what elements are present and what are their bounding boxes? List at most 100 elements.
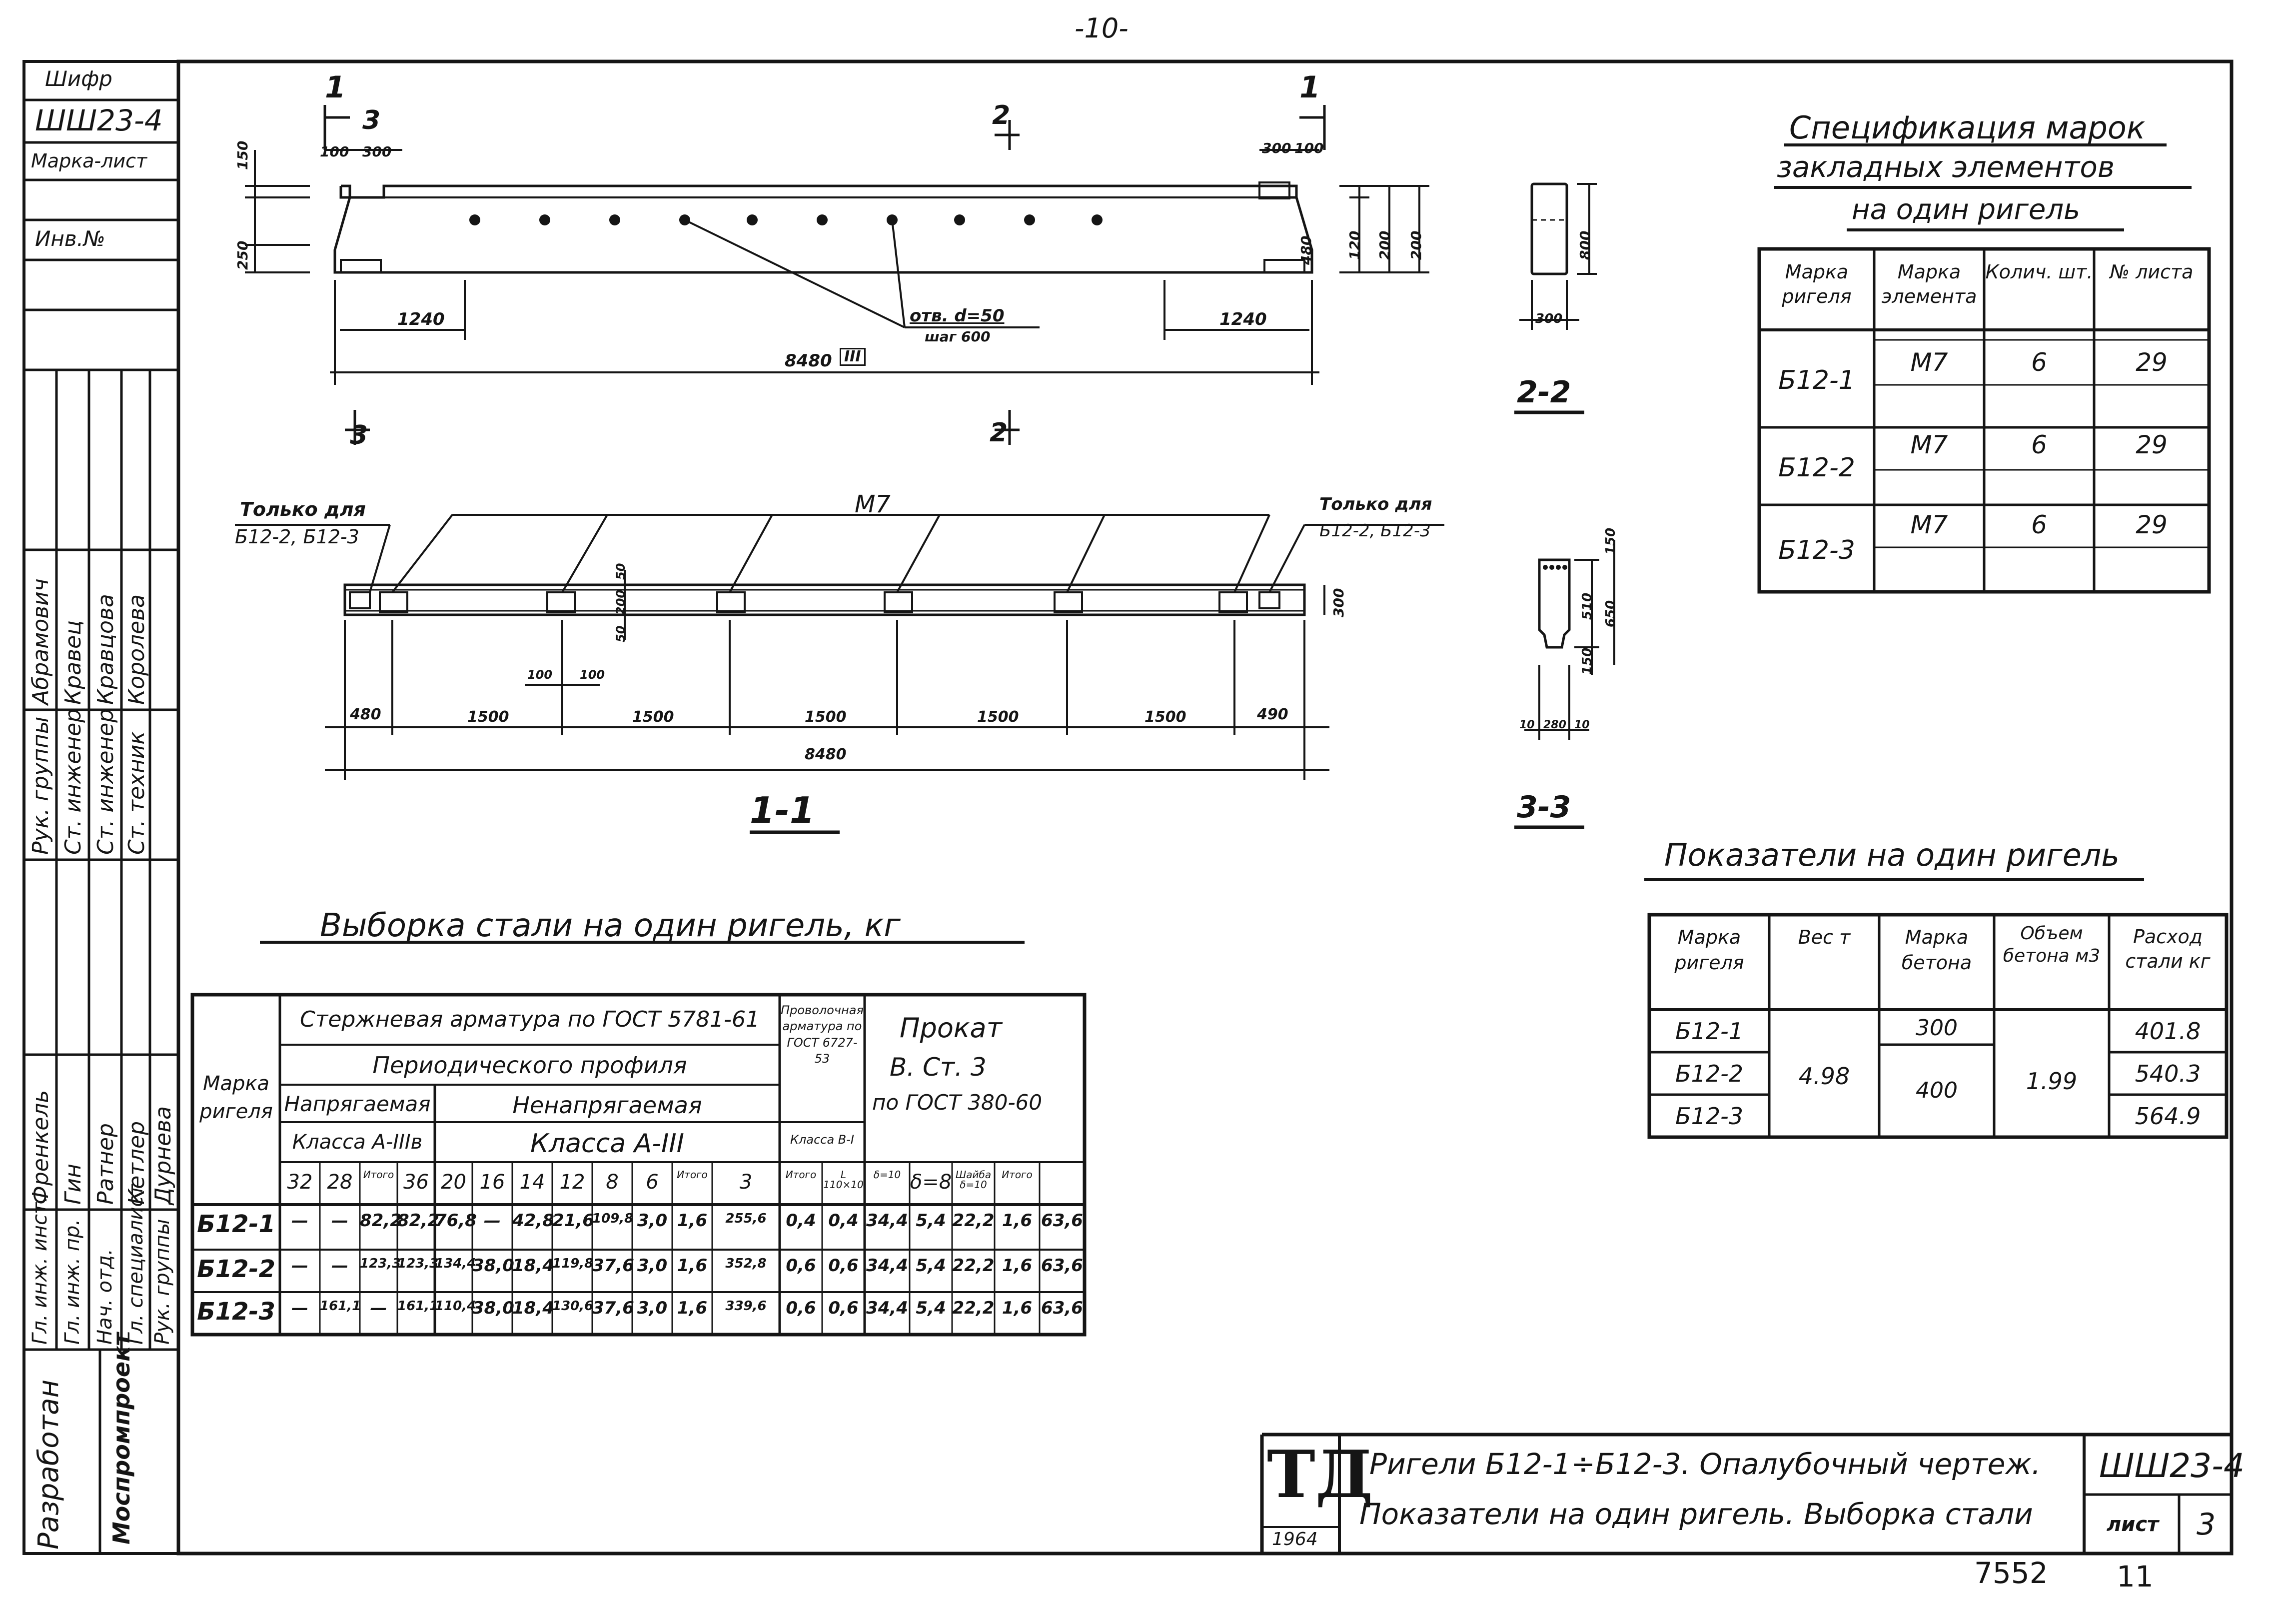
- steel-cell: 0,4: [786, 1211, 816, 1231]
- steel-h-prestressed-class: Класса А-IIIв: [292, 1131, 423, 1154]
- dim-right-h-a: 120: [1346, 230, 1363, 260]
- steel-h-rebar: Стержневая арматура по ГОСТ 5781-61: [299, 1007, 760, 1032]
- steel-h-wire: Проволочная арматура по ГОСТ 6727-53: [781, 1003, 864, 1066]
- indicators-table-lines: [1644, 878, 2229, 1139]
- cut-1-left: 1: [325, 70, 346, 105]
- ind-grade-300: 300: [1916, 1015, 1958, 1041]
- steel-h-rolled-2: В. Ст. 3: [890, 1053, 987, 1082]
- plan-width: 300: [1330, 588, 1347, 617]
- steel-cell: —: [291, 1298, 308, 1318]
- role2-4: Гл. специалист: [124, 1184, 147, 1345]
- role2-3: Нач. отд.: [93, 1249, 116, 1345]
- title-sheet-label: лист: [2107, 1513, 2159, 1536]
- name2-5: Дурнева: [150, 1106, 176, 1205]
- steel-cell: 22,2: [952, 1211, 995, 1231]
- steel-cell: 63,6: [1041, 1211, 1083, 1231]
- steel-subheader: Шайба δ=10: [955, 1169, 992, 1191]
- steel-h-wire-class: Класса В-I: [790, 1133, 854, 1147]
- steel-cell: 161,1: [320, 1299, 361, 1314]
- spec-r1-qty: 6: [2031, 348, 2047, 377]
- steel-subheader: 32: [287, 1171, 313, 1194]
- dim-end-right-b: 100: [1294, 140, 1324, 156]
- steel-row-mark: Б12-1: [197, 1210, 275, 1238]
- steel-cell: 38,0: [472, 1256, 514, 1276]
- steel-table-lines: [190, 941, 1087, 1337]
- ind-h-grade: Марка бетона: [1901, 926, 1972, 974]
- plan-dim-4: 1500: [805, 708, 847, 726]
- shifr-value: ШШ23-4: [35, 103, 163, 137]
- ind-h-steel: Расход стали кг: [2125, 926, 2211, 973]
- dim-end-right-a: 300: [1262, 140, 1291, 156]
- hole-note: отв. d=50: [910, 306, 1005, 326]
- steel-cell: 109,8: [592, 1211, 634, 1226]
- spec-h-mark: Марка ригеля: [1782, 261, 1852, 308]
- ind-steel-2: 540.3: [2135, 1060, 2201, 1087]
- dim-seg-left: 1240: [397, 309, 445, 329]
- steel-cell: 22,2: [952, 1298, 995, 1318]
- steel-cell: 34,4: [866, 1211, 908, 1231]
- steel-h-rolled: Прокат: [900, 1012, 1003, 1044]
- plan-v-c: 50: [614, 625, 628, 642]
- dim-left-h-top: 150: [234, 140, 251, 170]
- steel-cell: 18,4: [512, 1256, 554, 1276]
- steel-subheader: 28: [327, 1171, 353, 1194]
- spec-h-qty: Колич. шт.: [1985, 261, 2093, 283]
- spec-r3-mark: Б12-3: [1778, 535, 1855, 565]
- steel-subheader: Итого: [785, 1169, 817, 1181]
- steel-subheader: 36: [403, 1171, 429, 1194]
- name-1: Абрамович: [28, 578, 53, 705]
- steel-cell: 1,6: [677, 1256, 708, 1276]
- cut-1-right: 1: [1299, 70, 1320, 105]
- steel-title: Выборка стали на один ригель, кг: [320, 907, 901, 944]
- sec33-h-mid: 510: [1580, 592, 1595, 620]
- steel-cell: —: [291, 1256, 308, 1276]
- steel-cell: —: [291, 1211, 308, 1231]
- steel-cell: 3,0: [637, 1298, 668, 1318]
- cut-3-bottom: 3: [350, 420, 368, 450]
- steel-subheader: 12: [559, 1171, 585, 1194]
- developed-label: Разработан: [32, 1379, 65, 1550]
- plan-dim-3: 1500: [632, 708, 674, 726]
- shifr-label: Шифр: [45, 66, 112, 91]
- beam-plan: [235, 514, 1444, 834]
- steel-cell: —: [331, 1211, 348, 1231]
- name2-1: Френкель: [28, 1090, 53, 1205]
- cut-2-top: 2: [992, 100, 1011, 130]
- steel-cell: —: [484, 1211, 501, 1231]
- steel-cell: 0,6: [786, 1256, 816, 1276]
- title-code: ШШ23-4: [2099, 1447, 2245, 1485]
- ind-mark-1: Б12-1: [1675, 1018, 1743, 1045]
- ind-h-weight: Вес т: [1798, 926, 1851, 948]
- spec-r3-sheet: 29: [2136, 510, 2168, 539]
- steel-cell: 76,8: [435, 1211, 477, 1231]
- steel-cell: 339,6: [725, 1299, 767, 1314]
- spec-table-lines: [1757, 143, 2211, 594]
- steel-h-periodic: Периодического профиля: [372, 1052, 687, 1079]
- steel-cell: 37,6: [592, 1256, 634, 1276]
- spec-r2-element: М7: [1910, 430, 1948, 459]
- steel-cell: 63,6: [1041, 1298, 1083, 1318]
- steel-cell: 37,6: [592, 1298, 634, 1318]
- steel-cell: 3,0: [637, 1211, 668, 1231]
- dim-ref-mark: III: [840, 348, 866, 366]
- steel-cell: 34,4: [866, 1256, 908, 1276]
- cut-3-top: 3: [362, 105, 381, 135]
- role-1: Рук. группы: [28, 716, 53, 855]
- title-year: 1964: [1272, 1529, 1318, 1550]
- sec22-height: 800: [1577, 230, 1593, 260]
- ind-h-volume: Объем бетона м3: [2003, 923, 2101, 966]
- name2-3: Ратнер: [93, 1123, 118, 1205]
- role2-2: Гл. инж. пр.: [61, 1219, 84, 1345]
- hole-pitch: шаг 600: [925, 328, 991, 345]
- plan-left-note-1: Только для: [240, 498, 366, 520]
- steel-cell: 0,6: [786, 1298, 816, 1318]
- steel-cell: 123,3: [397, 1256, 439, 1271]
- steel-h-mark: Марка ригеля: [199, 1072, 273, 1123]
- steel-h-prestressed: Напрягаемая: [284, 1092, 431, 1116]
- steel-row-mark: Б12-2: [197, 1255, 275, 1283]
- steel-cell: 110,4: [435, 1299, 476, 1314]
- steel-cell: 1,6: [1002, 1298, 1033, 1318]
- plan-v-a: 50: [614, 563, 628, 580]
- plan-v-b: 200: [614, 589, 628, 615]
